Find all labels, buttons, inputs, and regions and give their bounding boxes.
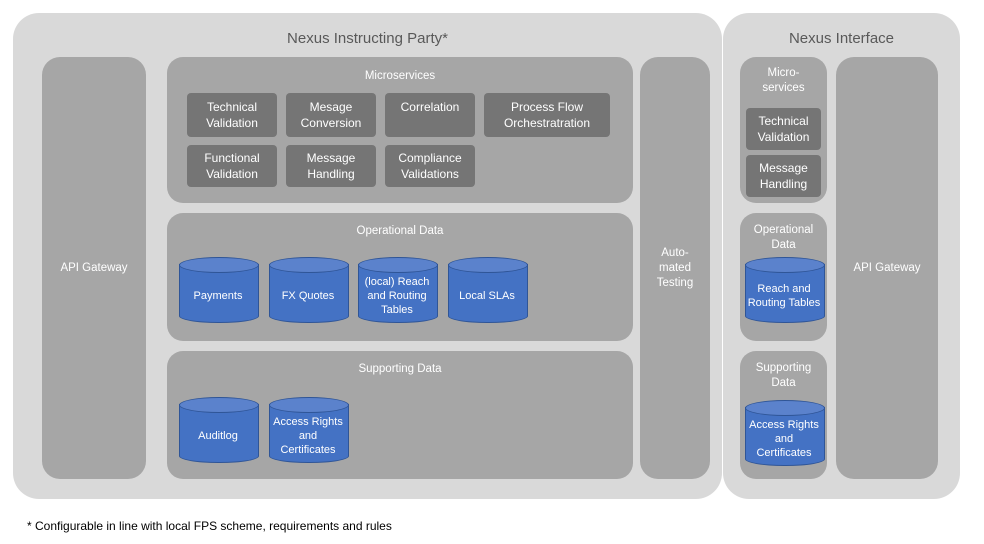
interface-microservice-technical-validation: Technical Validation — [746, 108, 821, 150]
footnote: * Configurable in line with local FPS sc… — [27, 519, 392, 533]
interface-datastore-reach-routing-tables: Reach and Routing Tables — [745, 257, 825, 329]
datastore-label: Access Rights and Certificates — [273, 416, 343, 456]
datastore-label: FX Quotes — [281, 290, 335, 302]
datastore-access-rights-certificates: Access Rights and Certificates — [269, 397, 349, 469]
interface-datastore-access-rights-certificates: Access Rights and Certificates — [745, 400, 825, 472]
datastore-auditlog: Auditlog — [179, 397, 259, 469]
interface-supporting-data-title: Supporting Data — [755, 362, 812, 389]
supporting-data-title: Supporting Data — [358, 363, 442, 375]
datastore-label: Access Rights and Certificates — [749, 419, 819, 459]
datastore-label: Reach and Routing Tables — [747, 283, 821, 309]
microservice-message-handling: Message Handling — [286, 145, 376, 187]
datastore-payments: Payments — [179, 257, 259, 329]
microservice-process-flow-orchestration: Process Flow Orchestratration — [484, 93, 610, 137]
interface-microservice-message-handling: Message Handling — [746, 155, 821, 197]
nexus-instructing-party-title: Nexus Instructing Party* — [287, 30, 448, 47]
microservice-correlation: Correlation — [385, 93, 475, 137]
microservices-title: Microservices — [364, 70, 436, 82]
automated-testing: Auto- mated Testing — [640, 57, 710, 479]
datastore-fx-quotes: FX Quotes — [269, 257, 349, 329]
datastore-local-slas: Local SLAs — [448, 257, 528, 329]
datastore-reach-routing-tables: (local) Reach and Routing Tables — [358, 257, 438, 329]
api-gateway-left: API Gateway — [42, 57, 146, 479]
interface-operational-data-title: Operational Data — [753, 224, 814, 251]
datastore-label: (local) Reach and Routing Tables — [364, 276, 430, 316]
nexus-interface-title: Nexus Interface — [788, 30, 895, 47]
datastore-label: Auditlog — [198, 430, 238, 442]
operational-data-title: Operational Data — [356, 225, 444, 237]
interface-microservices-title: Micro- services — [762, 67, 805, 94]
microservice-technical-validation: Technical Validation — [187, 93, 277, 137]
microservice-message-conversion: Mesage Conversion — [286, 93, 376, 137]
datastore-label: Payments — [193, 290, 243, 302]
microservice-functional-validation: Functional Validation — [187, 145, 277, 187]
datastore-label: Local SLAs — [459, 290, 515, 302]
api-gateway-right: API Gateway — [836, 57, 938, 479]
microservice-compliance-validations: Compliance Validations — [385, 145, 475, 187]
